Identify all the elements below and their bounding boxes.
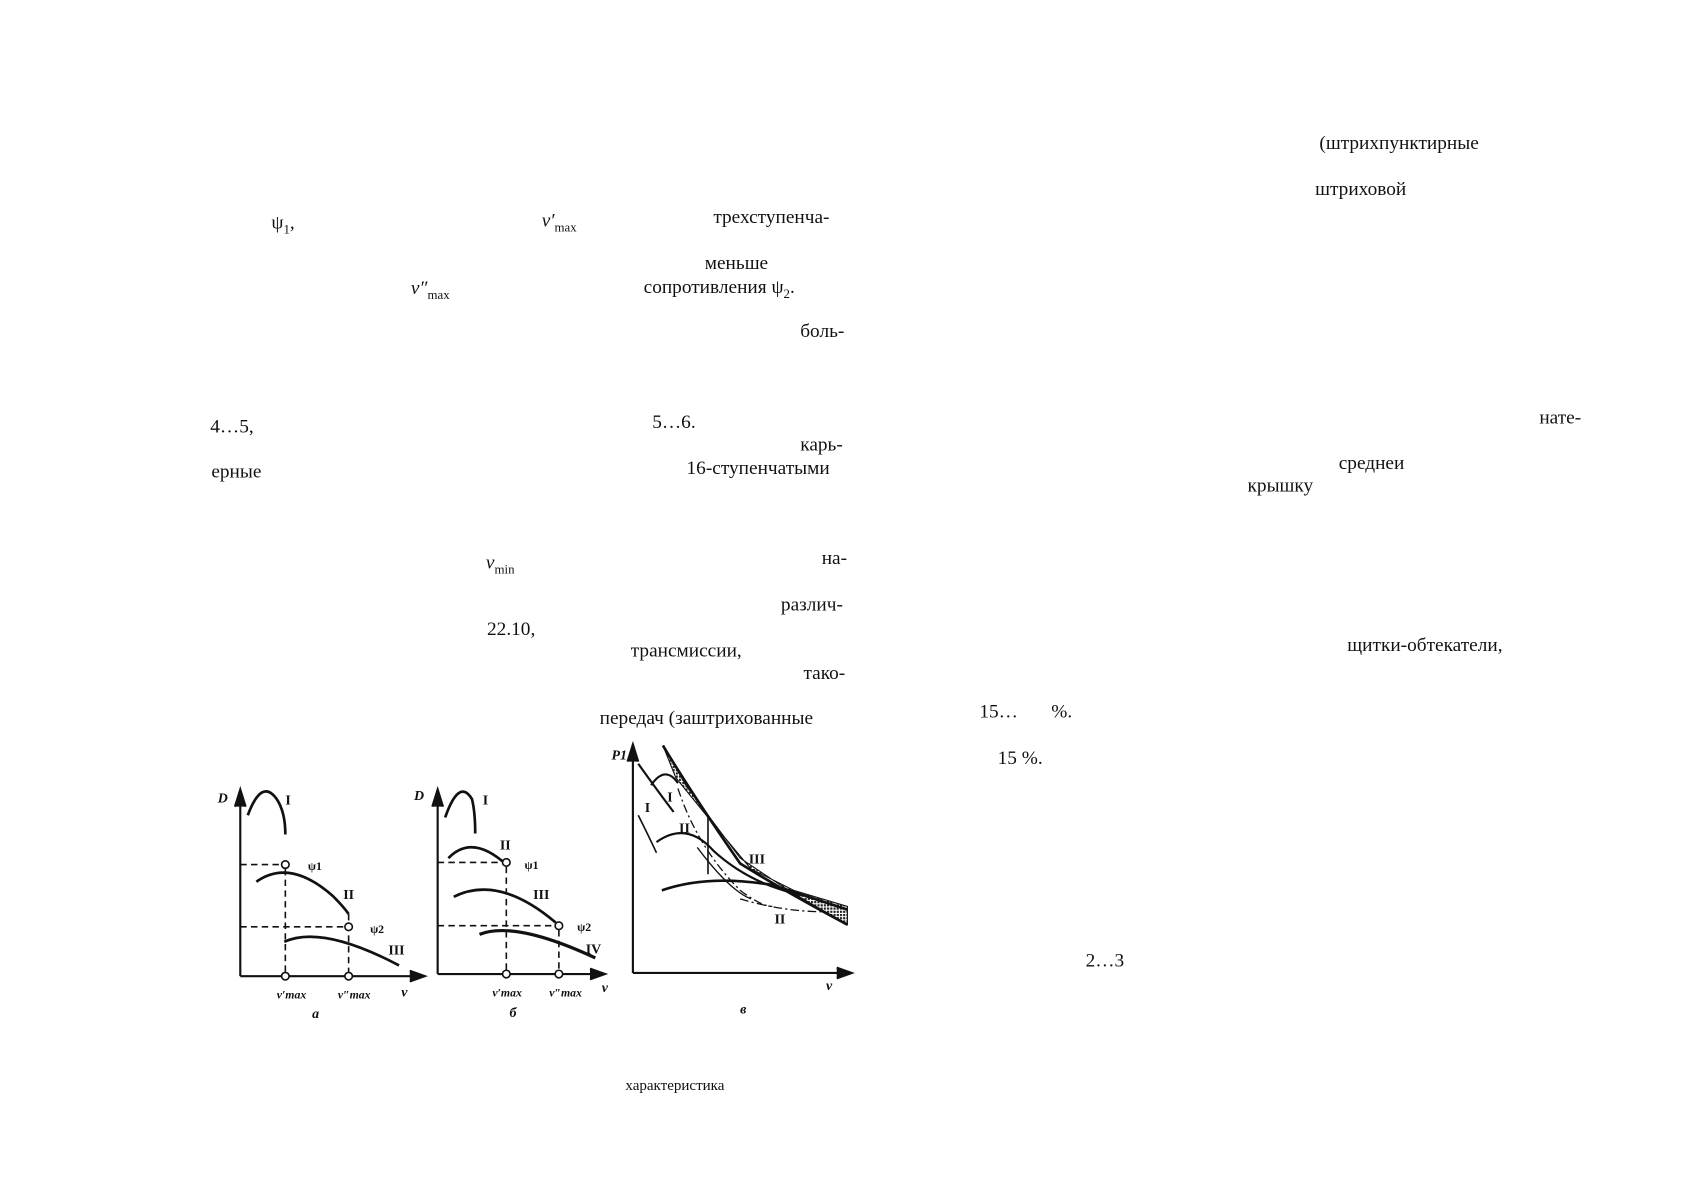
word: крышку [1247, 474, 1314, 496]
curve-label: I [667, 790, 672, 805]
word: 22.10, [487, 617, 536, 640]
word: трехступенча- [713, 205, 830, 228]
word: штриховой [1315, 178, 1407, 200]
formula-psi1: ψ1, [271, 211, 295, 237]
panel-label: в [740, 1003, 746, 1018]
axis-label-D: D [413, 789, 424, 804]
curve-label: III [749, 853, 765, 868]
curve-label: I [645, 801, 650, 816]
curve-label: IV [586, 943, 602, 958]
tick-label: v′max [277, 988, 307, 1002]
panel-a [233, 785, 428, 983]
word: тако- [803, 661, 846, 684]
formula-vmax2: v″max [410, 276, 450, 303]
tick-label: v′max [492, 986, 522, 1000]
curve-label: II [343, 888, 354, 903]
axis-label-D: D [217, 791, 228, 806]
word: (штрихпунктирные [1319, 131, 1479, 154]
tick-label: v″max [549, 986, 582, 1000]
formula-vmin: vmin [485, 551, 515, 577]
word: передач (заштрихованные [599, 706, 814, 729]
word: 15… [979, 700, 1018, 722]
axis-label-v: v [602, 981, 609, 996]
word: 2…3 [1085, 949, 1125, 971]
word: среднеи [1338, 451, 1405, 474]
word: 15 %. [997, 746, 1043, 769]
axis-label-v: v [401, 986, 408, 1001]
axis-label-P1: P1 [611, 748, 626, 763]
panel-label: а [312, 1007, 319, 1022]
curve-label: I [483, 794, 488, 809]
panel-b [431, 785, 609, 981]
psi-label: ψ2 [577, 920, 591, 934]
curve-label: III [533, 888, 549, 903]
psi-label: ψ1 [308, 859, 322, 873]
word: сопротивления ψ2. [643, 275, 795, 301]
tick-label: v″max [338, 988, 371, 1002]
psi-label: ψ1 [525, 858, 539, 872]
word: трансмиссии, [630, 639, 742, 661]
curve-label: II [679, 821, 690, 836]
word: меньше [704, 252, 769, 274]
word: на- [821, 547, 848, 569]
figure-caption: характеристика [625, 1078, 725, 1095]
curve-label: II [774, 913, 785, 928]
panel-c [626, 740, 855, 980]
word: 16-ступенчатыми [686, 456, 830, 479]
axis-label-v: v [826, 979, 833, 994]
psi-label: ψ2 [370, 922, 384, 936]
formula-vmax1: v′max [541, 209, 577, 235]
curve-label: II [500, 839, 511, 854]
word: 4…5, [210, 415, 254, 437]
word: различ- [780, 593, 843, 615]
word: щитки-обтекатели, [1347, 633, 1503, 656]
word: ерные [211, 460, 262, 482]
word: нате- [1539, 406, 1582, 429]
curve-label: I [285, 794, 290, 809]
panel-label: б [510, 1006, 518, 1021]
curve-label: III [388, 944, 404, 959]
word: 5…6. [652, 410, 696, 433]
word: %. [1051, 700, 1073, 722]
word: карь- [800, 433, 843, 455]
word: боль- [800, 319, 845, 342]
